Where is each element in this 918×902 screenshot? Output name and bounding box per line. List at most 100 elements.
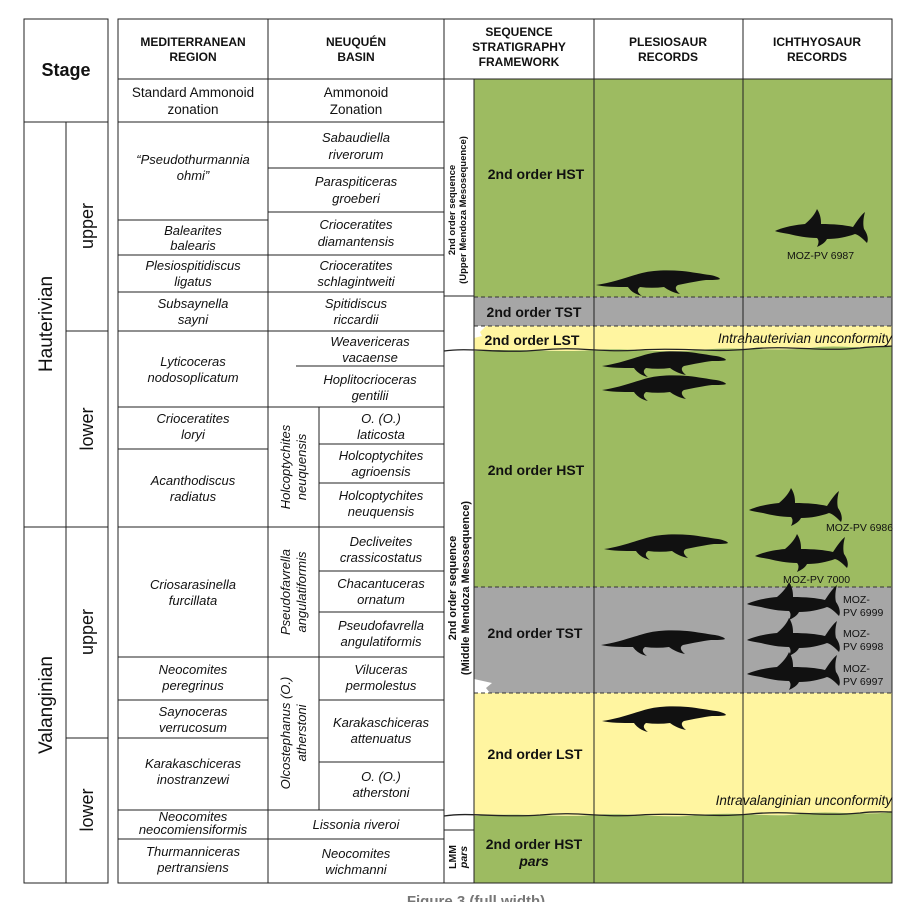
lst-notch-middle bbox=[474, 679, 492, 693]
svg-text:vacaense: vacaense bbox=[342, 350, 398, 365]
specimen-label: MOZ-PV 7000 bbox=[783, 574, 850, 586]
svg-text:Crioceratites: Crioceratites bbox=[320, 217, 393, 232]
specimen-label: MOZ- bbox=[843, 628, 870, 640]
svg-text:pars: pars bbox=[458, 846, 470, 869]
intravalanginian-unconformity-line bbox=[443, 811, 893, 817]
hst-upper-label: 2nd order HST bbox=[488, 166, 585, 182]
substage-valanginian-upper: upper bbox=[77, 609, 97, 655]
svg-text:Standard Ammonoid: Standard Ammonoid bbox=[132, 85, 254, 100]
systems-tract-labels: 2nd order HST 2nd order TST 2nd order LS… bbox=[485, 166, 585, 869]
svg-text:Chacantuceras: Chacantuceras bbox=[337, 576, 425, 591]
svg-text:RECORDS: RECORDS bbox=[638, 50, 698, 64]
ichthyosaur-header: ICHTHYOSAUR RECORDS bbox=[773, 35, 861, 64]
svg-text:“Pseudothurmannia: “Pseudothurmannia bbox=[136, 152, 249, 167]
svg-text:Holcoptychites: Holcoptychites bbox=[339, 488, 424, 503]
svg-text:neuquensis: neuquensis bbox=[294, 433, 309, 500]
svg-text:Plesiospitidiscus: Plesiospitidiscus bbox=[145, 258, 241, 273]
svg-text:2nd order sequence: 2nd order sequence bbox=[447, 536, 459, 641]
svg-text:attenuatus: attenuatus bbox=[351, 731, 412, 746]
svg-text:Paraspiticeras: Paraspiticeras bbox=[315, 174, 398, 189]
svg-text:Ammonoid: Ammonoid bbox=[324, 85, 389, 100]
figure-caption: Figure 3 (full width) bbox=[407, 893, 545, 902]
ichthyosaur-records: MOZ-PV 6987 MOZ-PV 6986 MOZ-PV 7000 MOZ-… bbox=[747, 209, 893, 690]
svg-text:Karakaschiceras: Karakaschiceras bbox=[333, 715, 430, 730]
svg-text:balearis: balearis bbox=[170, 238, 216, 253]
svg-text:laticosta: laticosta bbox=[357, 427, 405, 442]
mediterranean-zones: “Pseudothurmannia ohmi” Balearites balea… bbox=[136, 152, 249, 875]
svg-text:Holcoptychites: Holcoptychites bbox=[278, 424, 293, 509]
lst-upper-label: 2nd order LST bbox=[485, 332, 580, 348]
hst-lower-label: 2nd order HST bbox=[486, 836, 583, 852]
stage-valanginian: Valanginian bbox=[36, 656, 57, 754]
lmm-label: LMM pars bbox=[447, 845, 470, 869]
mediterranean-zonation-title: Standard Ammonoid zonation bbox=[132, 85, 254, 117]
hst-lower-pars: pars bbox=[518, 853, 549, 869]
svg-text:ICHTHYOSAUR: ICHTHYOSAUR bbox=[773, 35, 861, 49]
svg-text:Viluceras: Viluceras bbox=[354, 662, 408, 677]
hst-fill-middle bbox=[474, 346, 892, 587]
specimen-label: MOZ- bbox=[843, 594, 870, 606]
lst-fill-lower bbox=[474, 693, 892, 817]
svg-text:schlagintweiti: schlagintweiti bbox=[317, 274, 395, 289]
svg-text:O. (O.): O. (O.) bbox=[361, 411, 401, 426]
svg-text:BASIN: BASIN bbox=[337, 50, 374, 64]
svg-text:Olcostephanus (O.): Olcostephanus (O.) bbox=[278, 677, 293, 790]
hst-fill-lower bbox=[474, 812, 892, 883]
lst-lower-label: 2nd order LST bbox=[488, 746, 583, 762]
substage-hauterivian-upper: upper bbox=[77, 203, 97, 249]
svg-text:Neocomites: Neocomites bbox=[159, 809, 228, 824]
svg-text:Spitidiscus: Spitidiscus bbox=[325, 296, 388, 311]
svg-text:neocomiensiformis: neocomiensiformis bbox=[139, 822, 248, 837]
sequence-header: SEQUENCE STRATIGRAPHY FRAMEWORK bbox=[472, 25, 566, 69]
intrahauterivian-unconformity-label: Intrahauterivian unconformity bbox=[718, 331, 893, 346]
svg-text:(Middle Mendoza Mesosequence): (Middle Mendoza Mesosequence) bbox=[460, 501, 472, 676]
neuquen-zones: Sabaudiella riverorum Paraspiticeras gro… bbox=[313, 130, 417, 877]
svg-text:Pseudofavrella: Pseudofavrella bbox=[278, 549, 293, 635]
tst-notch-upper bbox=[474, 326, 486, 338]
svg-text:Neocomites: Neocomites bbox=[159, 662, 228, 677]
svg-text:MEDITERRANEAN: MEDITERRANEAN bbox=[140, 35, 245, 49]
neuquen-header: NEUQUÉN BASIN bbox=[326, 34, 386, 64]
svg-text:furcillata: furcillata bbox=[169, 593, 217, 608]
tst-middle-label: 2nd order TST bbox=[488, 625, 583, 641]
intravalanginian-unconformity-label: Intravalanginian unconformity bbox=[716, 793, 894, 808]
upper-mendoza-mesosequence-label: 2nd order sequence (Upper Mendoza Mesose… bbox=[447, 136, 469, 284]
svg-text:FRAMEWORK: FRAMEWORK bbox=[479, 55, 560, 69]
table-grid bbox=[23, 18, 893, 884]
svg-text:LMM: LMM bbox=[447, 845, 459, 869]
specimen-label: MOZ- bbox=[843, 663, 870, 675]
svg-text:Lyticoceras: Lyticoceras bbox=[160, 354, 226, 369]
svg-text:gentilii: gentilii bbox=[352, 388, 390, 403]
svg-text:peregrinus: peregrinus bbox=[161, 678, 224, 693]
svg-text:permolestus: permolestus bbox=[345, 678, 417, 693]
svg-text:Karakaschiceras: Karakaschiceras bbox=[145, 756, 242, 771]
svg-text:Subsaynella: Subsaynella bbox=[158, 296, 229, 311]
svg-text:NEUQUÉN: NEUQUÉN bbox=[326, 34, 386, 49]
specimen-label: PV 6997 bbox=[843, 676, 883, 688]
svg-text:inostranzewi: inostranzewi bbox=[157, 772, 230, 787]
svg-text:Hoplitocrioceras: Hoplitocrioceras bbox=[323, 372, 417, 387]
svg-text:Holcoptychites: Holcoptychites bbox=[339, 448, 424, 463]
middle-mendoza-mesosequence-label: 2nd order sequence (Middle Mendoza Mesos… bbox=[447, 501, 472, 676]
svg-text:loryi: loryi bbox=[181, 427, 206, 442]
svg-text:Sabaudiella: Sabaudiella bbox=[322, 130, 390, 145]
neuquen-subzone-groups: Holcoptychites neuquensis Pseudofavrella… bbox=[278, 424, 309, 789]
stage-hauterivian: Hauterivian bbox=[36, 276, 57, 372]
svg-text:Neocomites: Neocomites bbox=[322, 846, 391, 861]
svg-text:riverorum: riverorum bbox=[329, 147, 384, 162]
svg-text:Lissonia riveroi: Lissonia riveroi bbox=[313, 817, 401, 832]
svg-text:SEQUENCE: SEQUENCE bbox=[485, 25, 552, 39]
substage-valanginian-lower: lower bbox=[77, 788, 97, 831]
neuquen-subzones: O. (O.) laticosta Holcoptychites agrioen… bbox=[333, 411, 430, 800]
svg-text:O. (O.): O. (O.) bbox=[361, 769, 401, 784]
svg-text:verrucosum: verrucosum bbox=[159, 720, 227, 735]
svg-text:agrioensis: agrioensis bbox=[351, 464, 411, 479]
svg-text:Pseudofavrella: Pseudofavrella bbox=[338, 618, 424, 633]
svg-text:Acanthodiscus: Acanthodiscus bbox=[150, 473, 236, 488]
systems-tract-fills bbox=[474, 79, 892, 883]
svg-text:angulatiformis: angulatiformis bbox=[341, 634, 422, 649]
svg-text:pertransiens: pertransiens bbox=[156, 860, 229, 875]
svg-text:wichmanni: wichmanni bbox=[325, 862, 388, 877]
svg-text:STRATIGRAPHY: STRATIGRAPHY bbox=[472, 40, 566, 54]
